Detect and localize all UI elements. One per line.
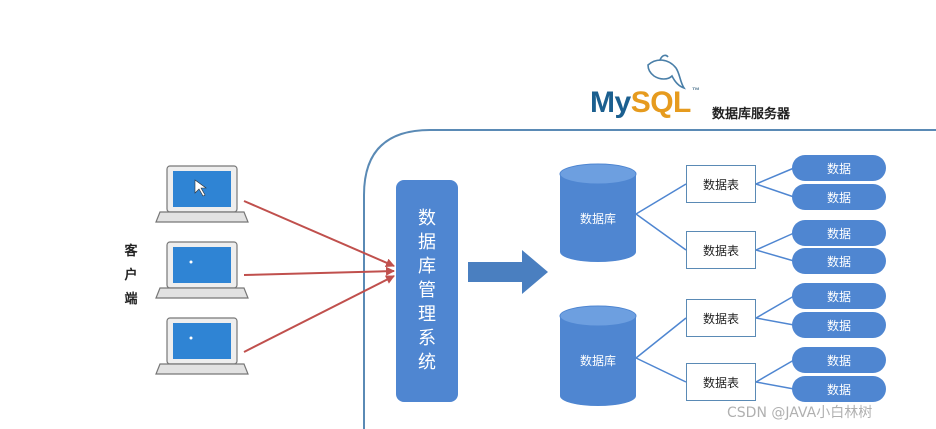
table-box: 数据表 <box>686 231 756 269</box>
server-title: 数据库服务器 <box>712 107 791 122</box>
table-box: 数据表 <box>686 299 756 337</box>
db-table-connectors <box>635 167 795 390</box>
data-pill: 数据 <box>792 347 886 373</box>
table-box: 数据表 <box>686 165 756 203</box>
client-arrow-3 <box>243 275 395 353</box>
dbms-box <box>396 180 458 402</box>
logo-tm: ™ <box>691 86 700 95</box>
client-label: 客户端 <box>124 244 138 307</box>
server-boundary <box>363 129 936 429</box>
database-label-1: 数据库 <box>579 212 616 226</box>
dbms-label: 数据库管理系统 <box>396 180 458 402</box>
data-pill: 数据 <box>792 184 886 210</box>
mysql-dolphin-icon <box>647 54 686 90</box>
data-pill: 数据 <box>792 376 886 402</box>
database-label-2: 数据库 <box>579 354 616 368</box>
logo-my: My <box>590 86 631 119</box>
data-pill: 数据 <box>792 220 886 246</box>
client-laptop-1 <box>155 165 249 223</box>
client-laptop-2 <box>155 241 249 299</box>
data-pill: 数据 <box>792 155 886 181</box>
mysql-logo: MySQL™ <box>590 86 700 120</box>
csdn-watermark: CSDN @JAVA小白林树 <box>727 405 873 421</box>
data-pill: 数据 <box>792 312 886 338</box>
data-pill: 数据 <box>792 283 886 309</box>
client-arrow-1 <box>243 200 395 267</box>
big-arrow <box>468 250 548 294</box>
dbms-label-text: 数据库管理系统 <box>418 208 436 373</box>
database-cylinder-2 <box>559 305 637 406</box>
data-pill: 数据 <box>792 248 886 274</box>
client-laptop-3 <box>155 317 249 375</box>
client-arrow-2 <box>243 266 395 276</box>
table-box: 数据表 <box>686 363 756 401</box>
logo-sql: SQL <box>630 86 692 119</box>
database-cylinder-1 <box>559 163 637 262</box>
